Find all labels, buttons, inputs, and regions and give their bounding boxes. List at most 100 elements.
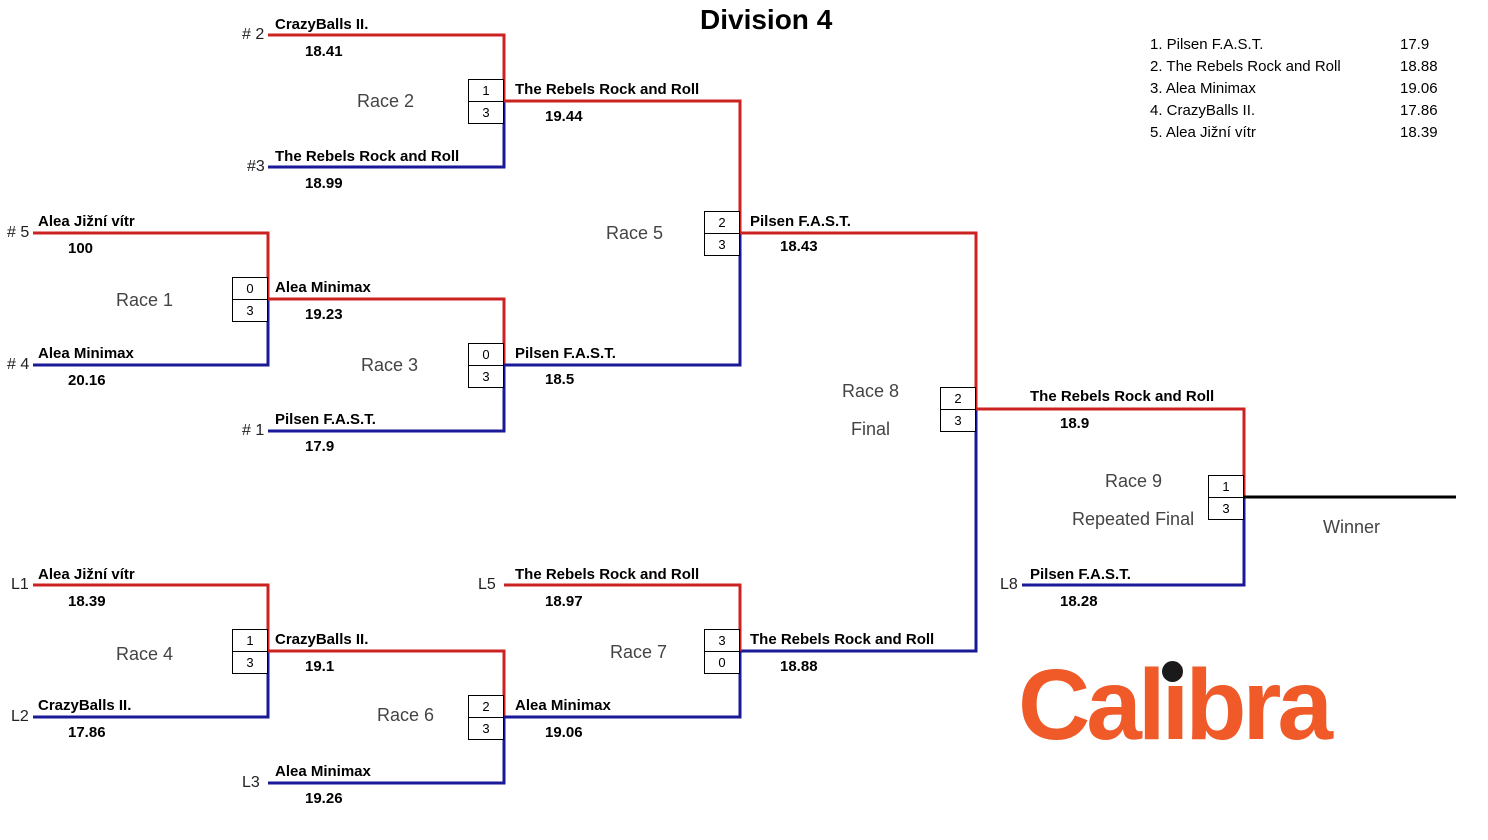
race3-bottom-line <box>268 365 506 433</box>
race6-top-line <box>268 649 506 717</box>
race-subtitle: Repeated Final <box>1072 509 1195 529</box>
standing-label: 5. Alea Jižní vítr <box>1150 124 1256 141</box>
score-bottom: 3 <box>232 651 268 674</box>
score-bottom: 3 <box>232 299 268 322</box>
team-time: 20.16 <box>68 372 106 389</box>
score-top: 1 <box>468 79 504 102</box>
race1-top-line <box>33 231 270 299</box>
team-name: Pilsen F.A.S.T. <box>1030 566 1131 583</box>
team-name: CrazyBalls II. <box>275 16 369 33</box>
team-name: Alea Jižní vítr <box>38 566 135 583</box>
seed-label: L3 <box>242 774 260 791</box>
team-time: 19.44 <box>545 108 583 125</box>
seed-label: L1 <box>11 576 29 593</box>
seed-label: # 5 <box>7 224 30 241</box>
race4-top-line <box>33 583 270 651</box>
team-time: 19.1 <box>305 658 335 675</box>
score-top: 0 <box>232 277 268 300</box>
team-name: Alea Jižní vítr <box>38 213 135 230</box>
score-top: 2 <box>468 695 504 718</box>
team-name: Pilsen F.A.S.T. <box>515 345 616 362</box>
team-name: Alea Minimax <box>275 763 371 780</box>
team-name: Alea Minimax <box>275 279 371 296</box>
team-time: 19.26 <box>305 790 343 807</box>
race7-bottom-line <box>504 651 742 719</box>
seed-label: L5 <box>478 576 496 593</box>
team-time: 18.9 <box>1060 415 1090 432</box>
race5-bottom-line <box>504 233 742 367</box>
team-name: The Rebels Rock and Roll <box>1030 388 1215 405</box>
score-bottom: 3 <box>704 233 740 256</box>
race-label: Race 4 <box>116 644 174 664</box>
score-bottom: 3 <box>940 409 976 432</box>
score-top: 1 <box>232 629 268 652</box>
logo-dot-icon <box>1162 661 1183 682</box>
team-time: 100 <box>68 240 94 257</box>
score-top: 1 <box>1208 475 1244 498</box>
score-top: 3 <box>704 629 740 652</box>
race4-bottom-line <box>33 651 270 719</box>
team-time: 18.97 <box>545 593 583 610</box>
race8-top-line <box>740 231 978 409</box>
team-time: 18.39 <box>68 593 106 610</box>
team-time: 18.5 <box>545 371 575 388</box>
team-name: Pilsen F.A.S.T. <box>275 411 376 428</box>
team-time: 17.9 <box>305 438 335 455</box>
team-name: The Rebels Rock and Roll <box>515 81 700 98</box>
team-time: 18.43 <box>780 238 818 255</box>
score-bottom: 3 <box>468 365 504 388</box>
seed-label: #3 <box>247 158 265 175</box>
winner-label: Winner <box>1323 517 1381 537</box>
team-time: 18.41 <box>305 43 343 60</box>
seed-label: L2 <box>11 708 29 725</box>
score-top: 2 <box>704 211 740 234</box>
standing-time: 18.39 <box>1400 124 1438 141</box>
seed-label: L8 <box>1000 576 1018 593</box>
standing-time: 17.9 <box>1400 36 1430 53</box>
team-name: The Rebels Rock and Roll <box>275 148 460 165</box>
race-label: Race 9 <box>1105 471 1163 491</box>
race8-bottom-line <box>740 409 978 653</box>
race5-top-line <box>504 99 742 233</box>
score-bottom: 3 <box>468 101 504 124</box>
race-label: Race 7 <box>610 642 668 662</box>
team-time: 18.88 <box>780 658 818 675</box>
race-label: Race 6 <box>377 705 435 725</box>
standing-label: 1. Pilsen F.A.S.T. <box>1150 36 1264 53</box>
seed-label: # 2 <box>242 26 265 43</box>
team-name: Alea Minimax <box>515 697 611 714</box>
race-subtitle: Final <box>851 419 891 439</box>
race9-bottom-line <box>1022 497 1246 587</box>
team-time: 18.99 <box>305 175 343 192</box>
team-time: 18.28 <box>1060 593 1098 610</box>
standing-time: 17.86 <box>1400 102 1438 119</box>
standing-label: 2. The Rebels Rock and Roll <box>1150 58 1341 75</box>
team-name: Pilsen F.A.S.T. <box>750 213 851 230</box>
race2-top-line <box>268 33 506 101</box>
race-label: Race 2 <box>357 91 415 111</box>
race3-top-line <box>268 297 506 365</box>
seed-label: # 1 <box>242 422 265 439</box>
team-name: The Rebels Rock and Roll <box>515 566 700 583</box>
team-time: 19.23 <box>305 306 343 323</box>
standing-time: 18.88 <box>1400 58 1438 75</box>
race7-top-line <box>504 583 742 651</box>
standing-time: 19.06 <box>1400 80 1438 97</box>
team-time: 17.86 <box>68 724 106 741</box>
standing-label: 4. CrazyBalls II. <box>1150 102 1256 119</box>
score-bottom: 0 <box>704 651 740 674</box>
team-name: CrazyBalls II. <box>275 631 369 648</box>
race-label: Race 5 <box>606 223 664 243</box>
race-label: Race 3 <box>361 355 419 375</box>
team-name: The Rebels Rock and Roll <box>750 631 935 648</box>
page-title: Division 4 <box>700 4 833 35</box>
score-bottom: 3 <box>468 717 504 740</box>
race-label: Race 1 <box>116 290 174 310</box>
standing-label: 3. Alea Minimax <box>1150 80 1256 97</box>
race-label: Race 8 <box>842 381 900 401</box>
score-top: 0 <box>468 343 504 366</box>
race6-bottom-line <box>268 717 506 785</box>
seed-label: # 4 <box>7 356 30 373</box>
team-name: Alea Minimax <box>38 345 134 362</box>
